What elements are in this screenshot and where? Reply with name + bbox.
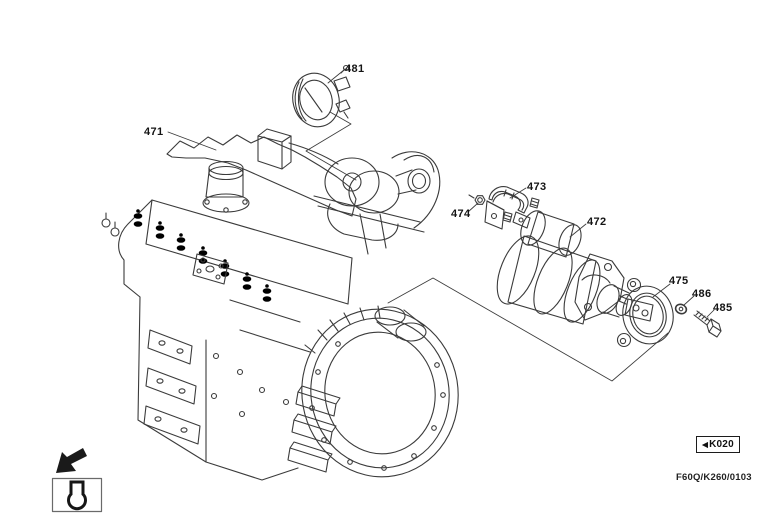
flywheel-housing-drawing <box>287 305 459 478</box>
washer-drawing <box>674 303 688 315</box>
part-label-472: 472 <box>587 216 607 228</box>
part-label-485: 485 <box>713 302 733 314</box>
left-triangle-icon: ◀ <box>702 439 709 449</box>
gasket-drawing <box>616 277 674 348</box>
page-ref-label: K020 <box>709 439 734 450</box>
turbocharger-drawing <box>313 151 441 255</box>
part-label-475: 475 <box>669 275 689 287</box>
document-code: F60Q/K260/0103 <box>676 472 752 483</box>
part-label-474: 474 <box>451 208 471 220</box>
legend-symbol-box <box>51 477 103 513</box>
nut-drawing <box>468 194 486 205</box>
part-label-473: 473 <box>527 181 547 193</box>
part-label-471: 471 <box>144 126 164 138</box>
engine-drawing <box>101 128 357 481</box>
terminal-cover-drawing <box>484 186 531 230</box>
bolt-drawing <box>693 310 722 338</box>
leader-lines <box>167 69 715 382</box>
hose-clamp-drawing <box>292 64 351 128</box>
starter-motor-drawing <box>496 197 654 325</box>
part-label-486: 486 <box>692 288 712 300</box>
part-label-481: 481 <box>345 63 365 75</box>
keyhole-icon <box>67 480 87 511</box>
direction-arrow-icon <box>56 448 87 473</box>
page-ref-button[interactable]: ◀ K020 <box>696 436 740 453</box>
